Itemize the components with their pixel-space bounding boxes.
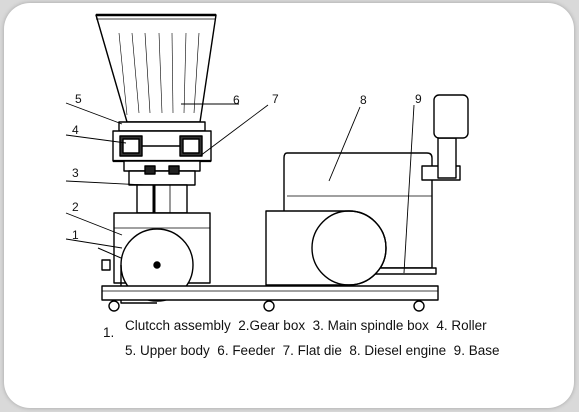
callout-5: 5 bbox=[75, 92, 82, 106]
caption-line-2: 5. Upper body 6. Feeder 7. Flat die 8. D… bbox=[125, 343, 500, 358]
upper-body bbox=[112, 121, 212, 186]
callout-4: 4 bbox=[72, 123, 79, 137]
callout-1: 1 bbox=[72, 228, 79, 242]
callout-3: 3 bbox=[72, 166, 79, 180]
caption-number: 1. bbox=[103, 325, 115, 340]
pellet-mill-drawing: 1 2 3 4 5 6 7 8 9 bbox=[65, 13, 469, 312]
hopper bbox=[95, 13, 217, 123]
callout-7: 7 bbox=[272, 92, 279, 106]
diesel-engine bbox=[265, 94, 469, 286]
clutch-wheel bbox=[97, 228, 194, 304]
callout-8: 8 bbox=[360, 93, 367, 107]
base-frame bbox=[101, 285, 439, 312]
callout-leaders bbox=[65, 102, 415, 274]
caption-line-1: Clutcch assembly 2.Gear box 3. Main spin… bbox=[125, 318, 487, 333]
diagram-card: 1 2 3 4 5 6 7 8 9 1. Clutcch assembly 2.… bbox=[4, 3, 574, 408]
callout-6: 6 bbox=[233, 93, 240, 107]
callout-9: 9 bbox=[415, 92, 422, 106]
callout-2: 2 bbox=[72, 200, 79, 214]
